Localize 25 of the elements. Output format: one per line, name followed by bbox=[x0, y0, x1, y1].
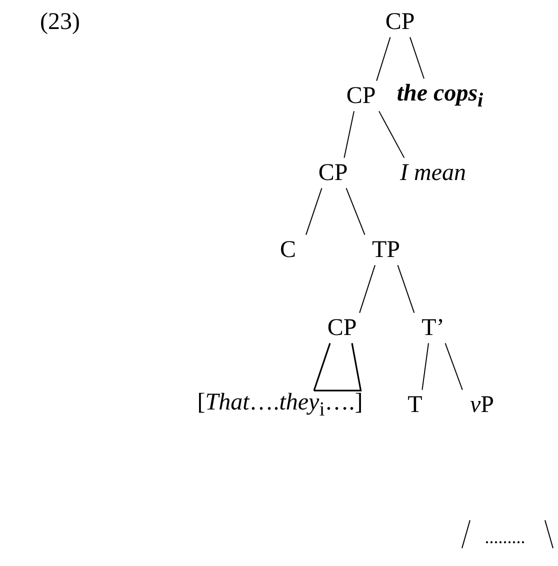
category-label: CP bbox=[346, 82, 376, 110]
category-label: TP bbox=[372, 236, 400, 264]
tree-branch bbox=[359, 264, 376, 314]
tree-branch bbox=[397, 264, 415, 314]
ellipsis-dots: ......... bbox=[484, 528, 526, 548]
phrase-label: [That….they$_{i}$….] bbox=[197, 390, 363, 420]
tree-branch bbox=[344, 110, 354, 158]
category-label: T’ bbox=[422, 314, 444, 342]
tree-branch bbox=[346, 188, 366, 236]
category-label: CP bbox=[318, 160, 348, 186]
tree-branch bbox=[306, 188, 322, 236]
tree-branch bbox=[376, 36, 391, 82]
example-number: (23) bbox=[40, 8, 80, 36]
tree-branch bbox=[313, 342, 331, 391]
category-label: CP bbox=[385, 8, 415, 36]
tree-branch bbox=[410, 36, 424, 80]
tree-branch bbox=[444, 342, 463, 390]
tree-branch bbox=[422, 342, 429, 390]
tree-branch bbox=[378, 110, 405, 158]
category-label: vP bbox=[470, 392, 494, 418]
category-label: C bbox=[280, 236, 296, 264]
category-label: CP bbox=[327, 314, 357, 342]
phrase-label: the cops$_{i}$ bbox=[396, 80, 484, 112]
category-label: T bbox=[408, 392, 422, 418]
phrase-label: I mean bbox=[400, 160, 466, 186]
